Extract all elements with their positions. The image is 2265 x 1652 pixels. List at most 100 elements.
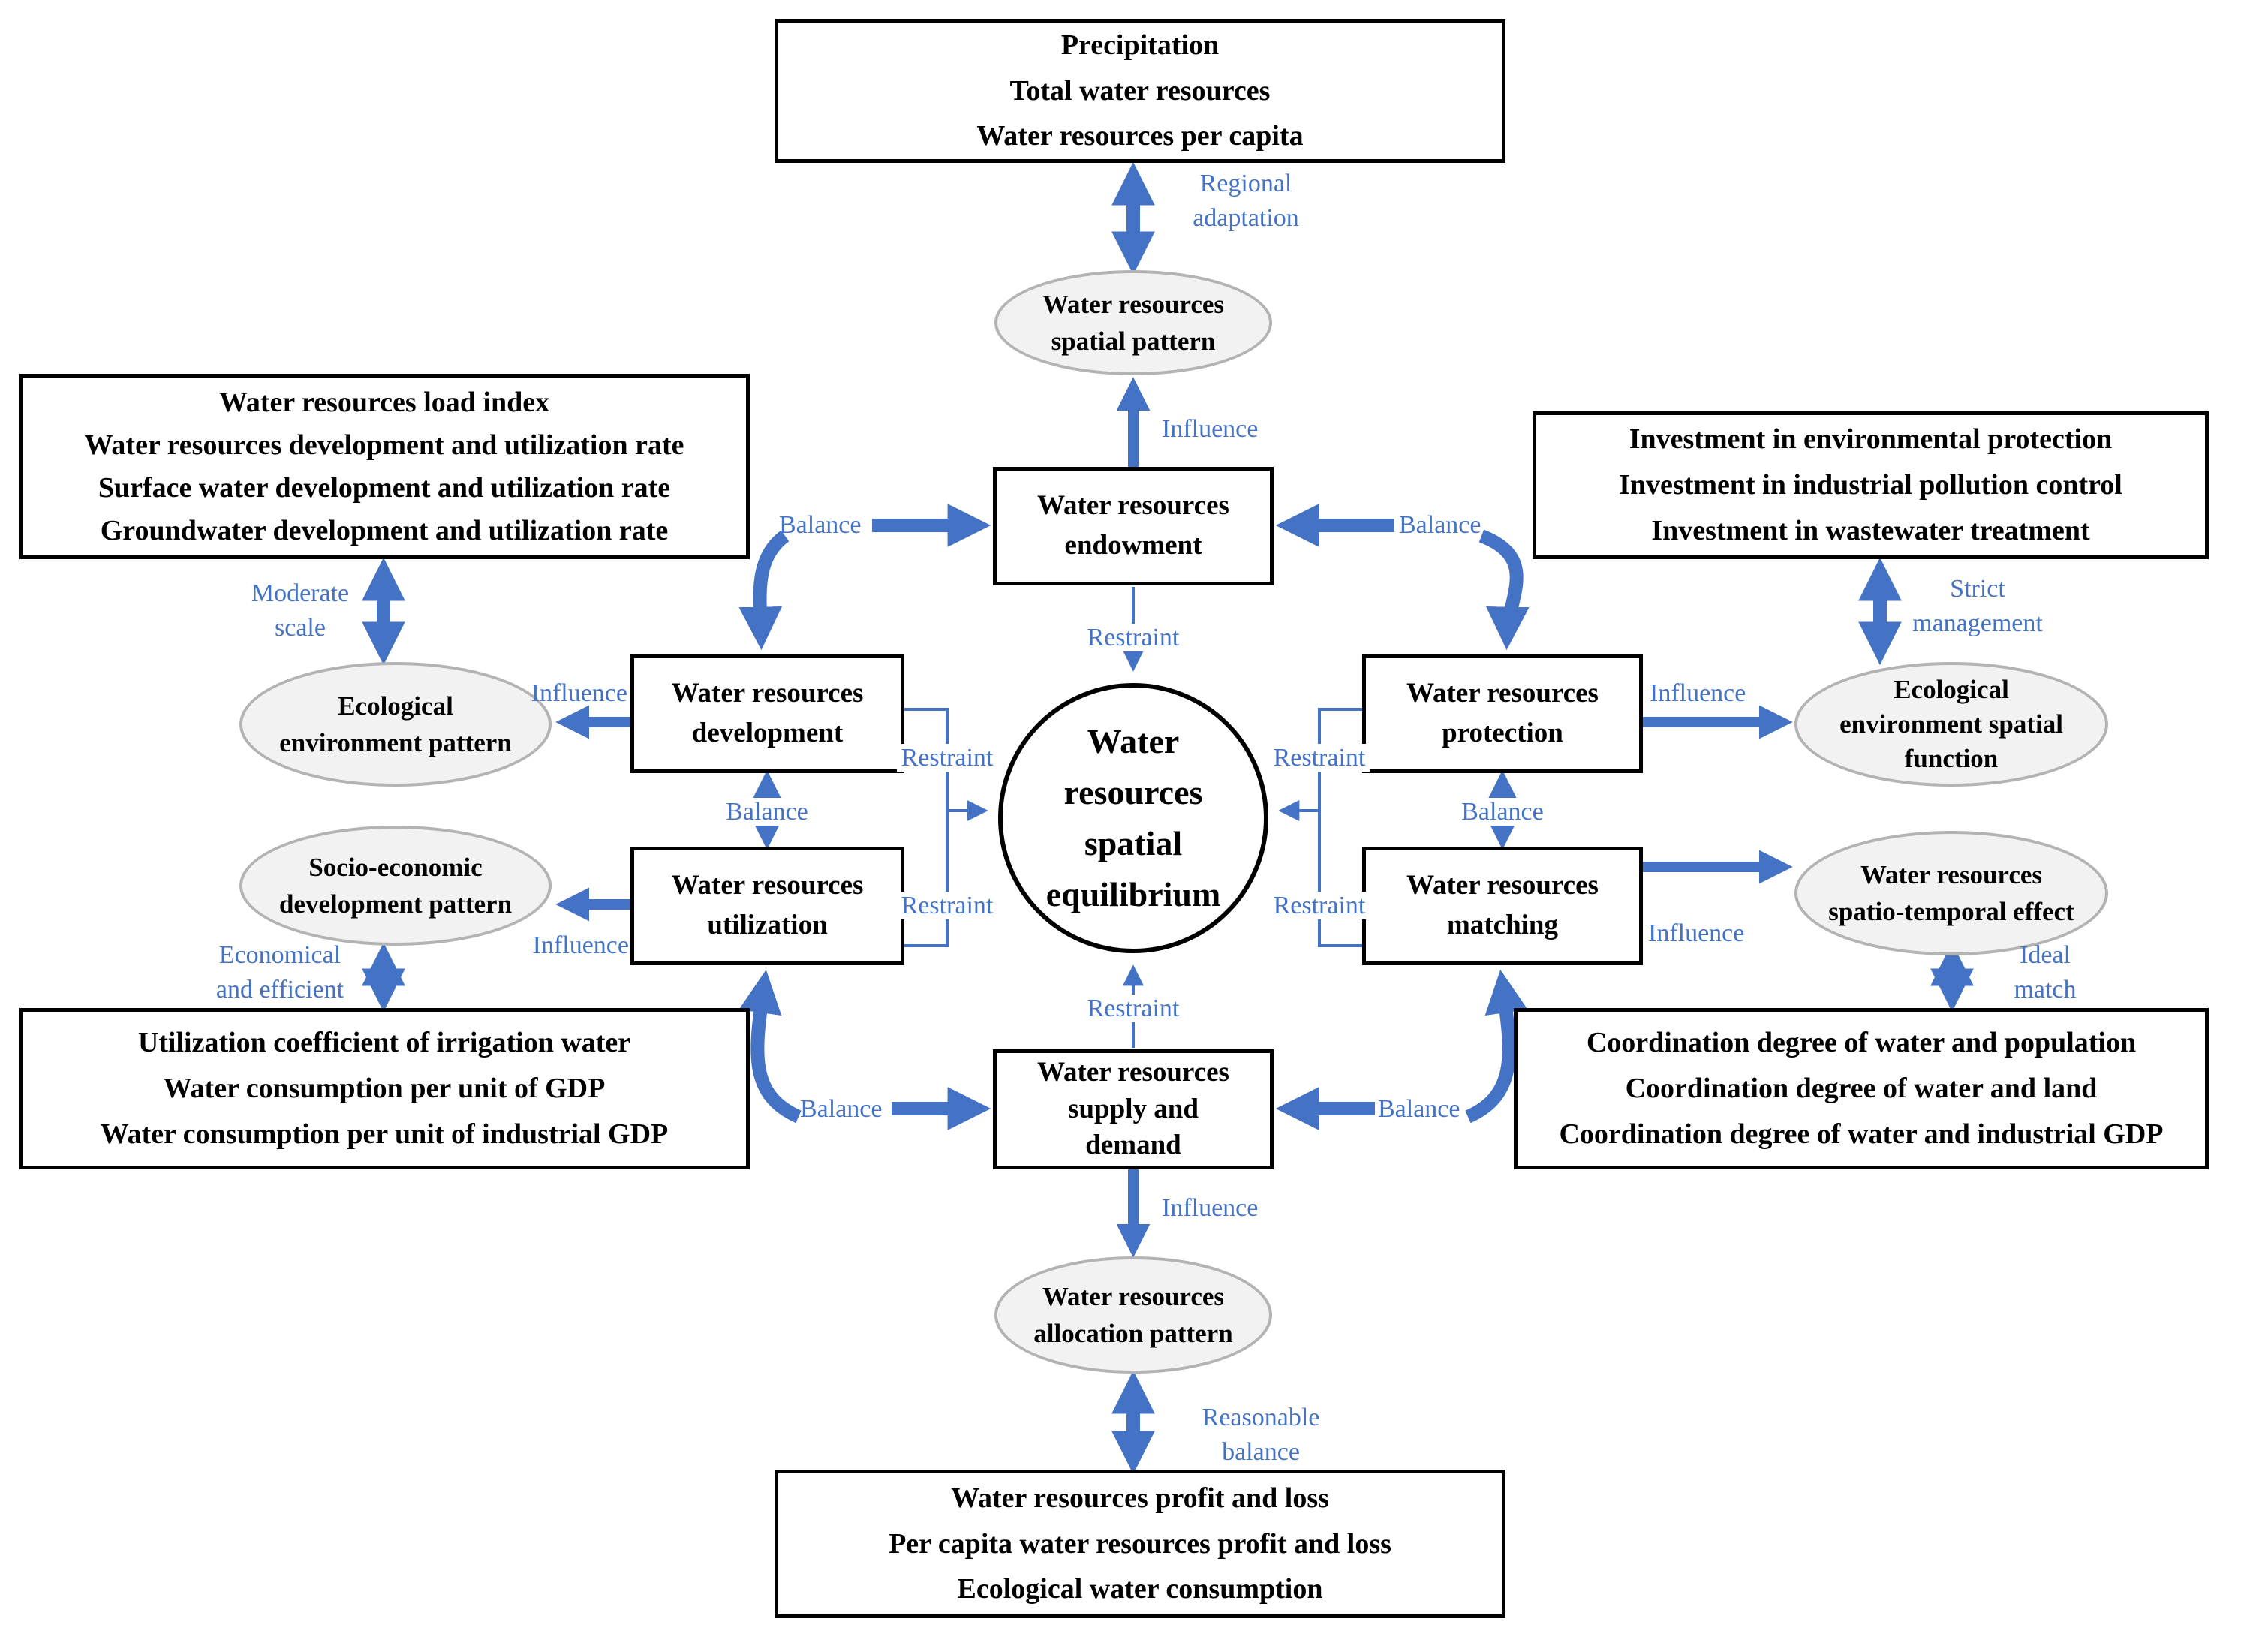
arrow-balance-curve-to-utilization	[738, 970, 802, 1124]
arrow-balance-curve-to-protection	[1478, 529, 1530, 651]
label-restraint-left-lower: Restraint	[865, 889, 1030, 923]
label-restraint-bottom: Restraint	[1051, 992, 1216, 1026]
label-line: Strict	[1950, 575, 2005, 603]
arrow-balance-curve-to-development	[738, 530, 790, 651]
ellipse-eco-env-spatial-function: Ecological environment spatial function	[1794, 662, 2108, 787]
indicator-line: Water consumption per unit of industrial…	[100, 1118, 669, 1150]
label-line: Moderate	[251, 579, 350, 607]
indicator-line: Surface water development and utilizatio…	[98, 471, 671, 504]
label-line: management	[1912, 609, 2043, 637]
label-restraint-left-upper: Restraint	[865, 742, 1030, 775]
label-strict-management: Strict management	[1895, 572, 2060, 641]
label-line: Restraint	[1082, 624, 1184, 651]
label-ideal-match: Ideal match	[1981, 938, 2109, 1007]
indicator-line: Coordination degree of water and populat…	[1586, 1027, 2137, 1059]
label-line: Economical	[218, 941, 341, 969]
label-balance-left-vertical: Balance	[684, 796, 850, 829]
label-influence-top: Influence	[1162, 415, 1259, 443]
indicator-line: Groundwater development and utilization …	[100, 514, 669, 546]
ellipse-allocation-pattern: Water resources allocation pattern	[994, 1256, 1272, 1374]
label-reasonable-balance: Reasonable balance	[1171, 1401, 1351, 1470]
box-line: matching	[1447, 910, 1558, 940]
ellipse-line: development pattern	[278, 889, 513, 919]
box-line: Water resources	[671, 870, 864, 901]
indicator-line: Investment in wastewater treatment	[1651, 514, 2090, 546]
label-line: adaptation	[1193, 203, 1299, 232]
circle-line: Water	[1087, 721, 1180, 760]
ellipse-line: Water resources	[1042, 290, 1225, 319]
label-restraint-right-lower: Restraint	[1237, 889, 1402, 923]
label-line: and efficient	[215, 975, 344, 1004]
label-line: Restraint	[1268, 892, 1370, 919]
box-line: Water resources	[1406, 870, 1599, 901]
label-balance-top-right: Balance	[1399, 511, 1481, 539]
box-development: Water resources development	[630, 654, 904, 773]
ellipse-line: spatial pattern	[1051, 326, 1216, 356]
ellipse-spatio-temporal-effect: Water resources spatio-temporal effect	[1794, 831, 2108, 955]
label-influence-bottom: Influence	[1162, 1194, 1259, 1222]
circle-spatial-equilibrium: Water resources spatial equilibrium	[998, 683, 1268, 953]
ellipse-line: Water resources	[1042, 1282, 1225, 1311]
ellipse-line: Socio-economic	[308, 853, 483, 882]
box-line: Water resources	[1406, 678, 1599, 709]
box-utilization: Water resources utilization	[630, 847, 904, 965]
label-line: scale	[275, 613, 326, 642]
label-influence-right-bottom: Influence	[1648, 919, 1745, 947]
label-regional-adaptation: Regional adaptation	[1171, 167, 1321, 236]
label-line: Regional	[1199, 170, 1292, 197]
label-balance-top-left: Balance	[779, 511, 862, 539]
box-line: Water resources	[1037, 490, 1229, 522]
label-economical-and-efficient: Economical and efficient	[194, 938, 366, 1007]
label-line: Restraint	[1082, 995, 1184, 1022]
label-line: match	[2014, 975, 2077, 1004]
indicator-box-bottom: Water resources profit and loss Per capi…	[775, 1470, 1505, 1618]
box-supply-demand: Water resources supply and demand	[993, 1049, 1274, 1169]
box-matching: Water resources matching	[1362, 847, 1643, 965]
box-protection: Water resources protection	[1362, 654, 1643, 773]
indicator-line: Water consumption per unit of GDP	[163, 1073, 606, 1105]
indicator-box-left-top: Water resources load index Water resourc…	[19, 374, 750, 559]
ellipse-socio-economic: Socio-economic development pattern	[239, 826, 552, 946]
label-line: Reasonable	[1202, 1404, 1320, 1431]
ellipse-line: function	[1904, 744, 1999, 774]
box-endowment: Water resources endowment	[993, 467, 1274, 585]
circle-line: resources	[1063, 772, 1203, 811]
indicator-line: Water resources development and utilizat…	[84, 429, 684, 461]
box-line: development	[691, 718, 844, 748]
label-influence-left-mid: Influence	[531, 679, 627, 707]
circle-line: equilibrium	[1045, 875, 1221, 914]
label-line: Restraint	[896, 892, 998, 919]
indicator-line: Per capita water resources profit and lo…	[889, 1527, 1391, 1560]
indicator-line: Water resources profit and loss	[951, 1482, 1329, 1514]
indicator-line: Water resources per capita	[976, 120, 1304, 152]
indicator-line: Investment in industrial pollution contr…	[1619, 469, 2122, 501]
label-balance-right-vertical: Balance	[1420, 796, 1585, 829]
box-line: utilization	[707, 910, 828, 940]
box-line: supply and	[1068, 1093, 1199, 1124]
indicator-line: Precipitation	[1060, 29, 1220, 61]
box-line: endowment	[1064, 530, 1202, 561]
restraint-bracket-left	[902, 708, 949, 947]
label-line: Balance	[1457, 798, 1548, 826]
box-line: demand	[1085, 1130, 1181, 1161]
indicator-box-right-top: Investment in environmental protection I…	[1533, 411, 2209, 559]
indicator-line: Investment in environmental protection	[1629, 423, 2113, 456]
indicator-box-left-bottom: Utilization coefficient of irrigation wa…	[19, 1008, 750, 1169]
box-line: protection	[1442, 718, 1563, 748]
label-influence-left-bottom: Influence	[532, 931, 629, 959]
label-restraint-top: Restraint	[1051, 621, 1216, 655]
label-influence-right-mid: Influence	[1650, 679, 1746, 707]
indicator-box-right-bottom: Coordination degree of water and populat…	[1514, 1008, 2209, 1169]
ellipse-line: spatio-temporal effect	[1828, 897, 2074, 926]
arrow-balance-curve-to-matching	[1465, 970, 1528, 1124]
ellipse-eco-env-pattern: Ecological environment pattern	[239, 662, 552, 787]
label-line: Ideal	[2020, 941, 2071, 969]
ellipse-line: Water resources	[1860, 860, 2043, 889]
label-line: Restraint	[896, 744, 998, 772]
circle-line: spatial	[1084, 824, 1183, 862]
indicator-line: Ecological water consumption	[957, 1573, 1323, 1605]
indicator-line: Coordination degree of water and industr…	[1559, 1118, 2164, 1150]
ellipse-line: Ecological	[338, 691, 453, 721]
